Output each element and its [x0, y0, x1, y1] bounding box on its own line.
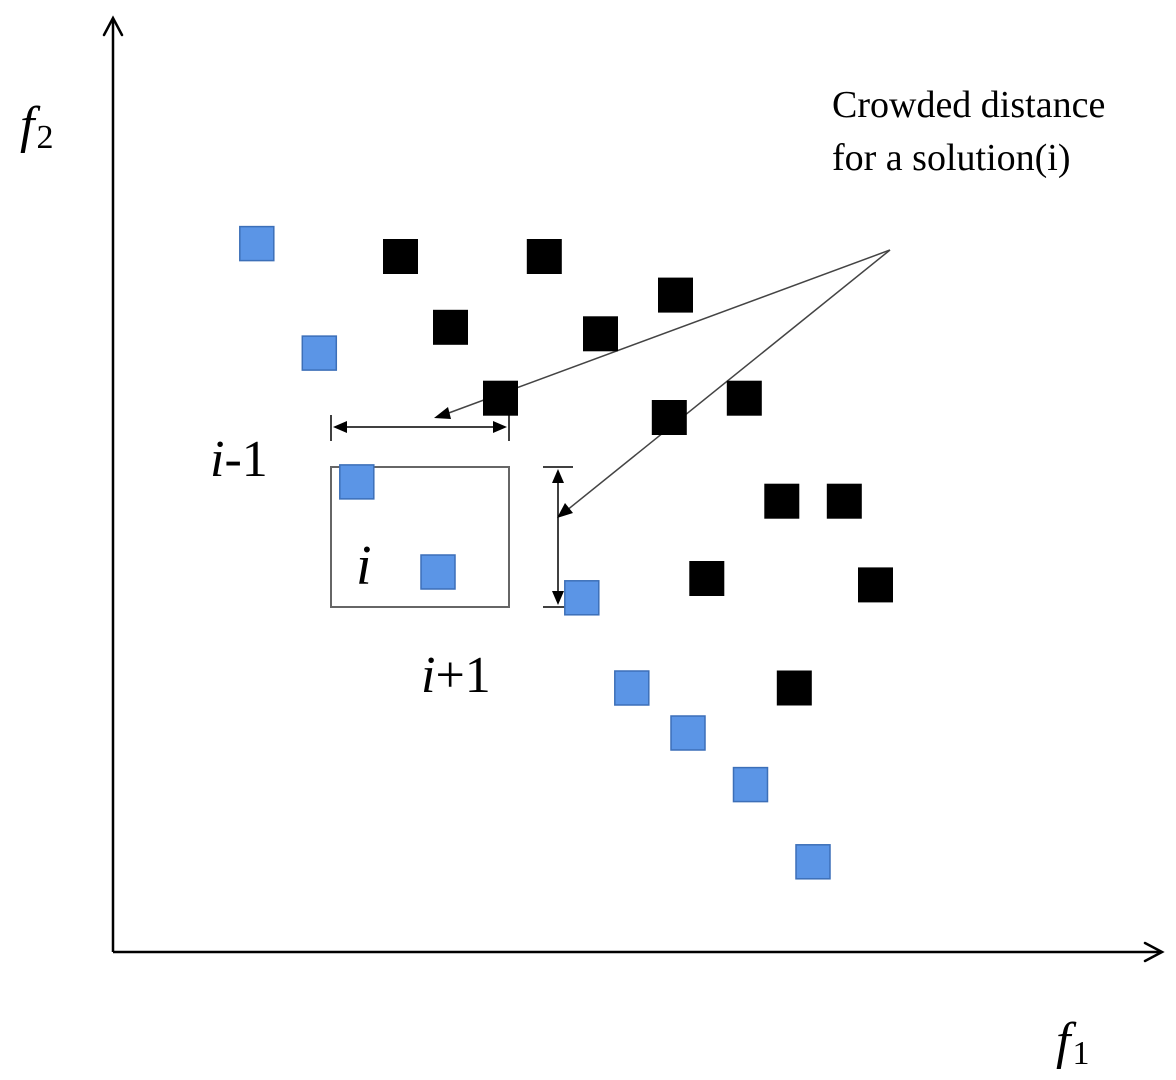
other-solution-point-1 — [383, 239, 418, 274]
y-axis-arrowhead — [102, 15, 124, 37]
width-dimension — [330, 415, 510, 441]
front-solution-point-6 — [614, 670, 650, 706]
front-solution-point-5 — [564, 580, 600, 616]
front-solution-point-4 — [420, 554, 456, 590]
other-solution-point-7 — [483, 380, 518, 416]
front-solution-point-3 — [339, 464, 375, 500]
x-axis-label: f1 — [1056, 1013, 1089, 1072]
x-axis-arrowhead — [1143, 941, 1165, 963]
other-solution-point-13 — [776, 670, 812, 706]
label-i-plus-1: i+1 — [421, 647, 491, 704]
axes — [102, 15, 1165, 963]
front-solution-point-1 — [239, 225, 275, 262]
other-solution-point-6 — [726, 380, 762, 416]
other-solution-point-11 — [689, 561, 725, 596]
front-solution-point-9 — [795, 844, 831, 880]
label-i-minus-1: i-1 — [210, 431, 268, 488]
front-solution-point-7 — [670, 715, 706, 751]
annotation-line-2: for a solution(i) — [832, 137, 1071, 179]
other-solution-point-8 — [651, 400, 687, 435]
front-solutions — [239, 225, 831, 880]
other-solution-point-4 — [433, 309, 468, 345]
label-i: i — [356, 535, 372, 597]
y-axis-subscript: 2 — [36, 119, 53, 156]
other-solutions — [383, 239, 893, 706]
annotation-callout — [434, 249, 891, 518]
other-solution-point-5 — [583, 316, 618, 352]
other-solution-point-3 — [658, 277, 693, 313]
cuboid-box — [330, 466, 510, 608]
y-axis-label: f2 — [20, 97, 53, 156]
front-solution-point-2 — [301, 335, 338, 371]
other-solution-point-2 — [526, 239, 562, 274]
other-solution-point-12 — [858, 567, 893, 603]
front-solution-point-8 — [732, 766, 769, 803]
other-solution-point-10 — [826, 483, 862, 519]
x-axis-subscript: 1 — [1072, 1035, 1089, 1072]
annotation-line-1: Crowded distance — [832, 84, 1105, 126]
other-solution-point-9 — [764, 483, 800, 519]
